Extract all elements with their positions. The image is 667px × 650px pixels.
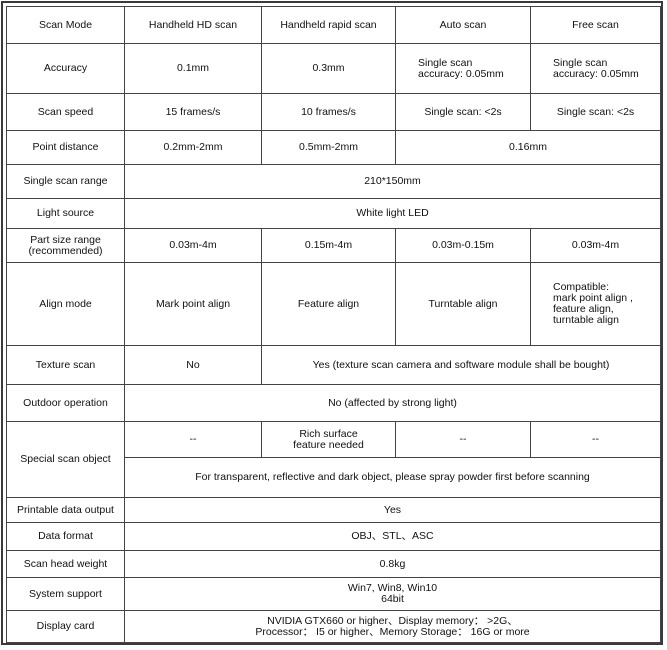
row-label: System support	[6, 577, 125, 611]
cell-hd: 0.2mm-2mm	[124, 130, 262, 165]
cell-rapid: 0.3mm	[261, 43, 396, 94]
cell-hd: 0.1mm	[124, 43, 262, 94]
cell-auto: Single scan accuracy: 0.05mm	[395, 43, 531, 94]
spec-table: Scan Mode Handheld HD scan Handheld rapi…	[6, 6, 661, 643]
cell-rapid: 0.15m-4m	[261, 228, 396, 263]
cell-rapid: 10 frames/s	[261, 93, 396, 131]
cell-free: Single scan: <2s	[530, 93, 661, 131]
row-scan-head-weight: Scan head weight 0.8kg	[6, 550, 661, 578]
row-special-scan-object: Special scan object -- Rich surface feat…	[6, 421, 661, 498]
cell-auto-free: 0.16mm	[395, 130, 661, 165]
cell-free: --	[530, 421, 661, 458]
row-texture-scan: Texture scan No Yes (texture scan camera…	[6, 345, 661, 385]
cell-free: 0.03m-4m	[530, 228, 661, 263]
cell-rapid: Feature align	[261, 262, 396, 346]
header-handheld-hd-scan: Handheld HD scan	[124, 6, 262, 44]
row-single-scan-range: Single scan range 210*150mm	[6, 164, 661, 199]
cell-free: Single scan accuracy: 0.05mm	[530, 43, 661, 94]
cell-hd: No	[124, 345, 262, 385]
header-handheld-rapid-scan: Handheld rapid scan	[261, 6, 396, 44]
cell-value: 210*150mm	[124, 164, 661, 199]
row-scan-speed: Scan speed 15 frames/s 10 frames/s Singl…	[6, 93, 661, 131]
row-special-scan-note: For transparent, reflective and dark obj…	[7, 457, 661, 498]
cell-auto: --	[395, 421, 531, 458]
header-scan-mode: Scan Mode	[6, 6, 125, 44]
cell-rapid: 0.5mm-2mm	[261, 130, 396, 165]
cell-hd: 0.03m-4m	[124, 228, 262, 263]
row-label: Outdoor operation	[6, 384, 125, 422]
cell-hd: --	[124, 421, 262, 458]
cell-rapid: Rich surface feature needed	[261, 421, 396, 458]
cell-free: Compatible: mark point align , feature a…	[530, 262, 661, 346]
row-label: Printable data output	[6, 497, 125, 523]
row-label: Part size range (recommended)	[6, 228, 125, 263]
row-label: Display card	[6, 610, 125, 643]
cell-hd: Mark point align	[124, 262, 262, 346]
header-auto-scan: Auto scan	[395, 6, 531, 44]
row-printable-output: Printable data output Yes	[6, 497, 661, 523]
cell-hd: 15 frames/s	[124, 93, 262, 131]
row-point-distance: Point distance 0.2mm-2mm 0.5mm-2mm 0.16m…	[6, 130, 661, 165]
row-accuracy: Accuracy 0.1mm 0.3mm Single scan accurac…	[6, 43, 661, 94]
cell-others: Yes (texture scan camera and software mo…	[261, 345, 661, 385]
row-label: Texture scan	[6, 345, 125, 385]
row-label: Light source	[6, 198, 125, 229]
row-data-format: Data format OBJ、STL、ASC	[6, 522, 661, 551]
cell-note: For transparent, reflective and dark obj…	[124, 457, 661, 498]
cell-auto: Single scan: <2s	[395, 93, 531, 131]
cell-value: No (affected by strong light)	[124, 384, 661, 422]
row-label: Accuracy	[6, 43, 125, 94]
row-light-source: Light source White light LED	[6, 198, 661, 229]
row-system-support: System support Win7, Win8, Win10 64bit	[6, 577, 661, 611]
row-display-card: Display card NVIDIA GTX660 or higher、Dis…	[6, 610, 661, 643]
row-part-size-range: Part size range (recommended) 0.03m-4m 0…	[6, 228, 661, 263]
cell-auto: Turntable align	[395, 262, 531, 346]
cell-value: OBJ、STL、ASC	[124, 522, 661, 551]
row-outdoor-operation: Outdoor operation No (affected by strong…	[6, 384, 661, 422]
cell-value: 0.8kg	[124, 550, 661, 578]
row-label: Data format	[6, 522, 125, 551]
row-label: Scan speed	[6, 93, 125, 131]
cell-value: White light LED	[124, 198, 661, 229]
header-free-scan: Free scan	[530, 6, 661, 44]
row-label: Point distance	[6, 130, 125, 165]
cell-value: Yes	[124, 497, 661, 523]
row-label: Align mode	[6, 262, 125, 346]
row-label: Scan head weight	[6, 550, 125, 578]
row-label: Special scan object	[6, 421, 125, 498]
row-align-mode: Align mode Mark point align Feature alig…	[6, 262, 661, 346]
row-label: Single scan range	[6, 164, 125, 199]
cell-auto: 0.03m-0.15m	[395, 228, 531, 263]
cell-value: Win7, Win8, Win10 64bit	[124, 577, 661, 611]
cell-value: NVIDIA GTX660 or higher、Display memory： …	[124, 610, 661, 643]
header-row: Scan Mode Handheld HD scan Handheld rapi…	[6, 6, 661, 44]
